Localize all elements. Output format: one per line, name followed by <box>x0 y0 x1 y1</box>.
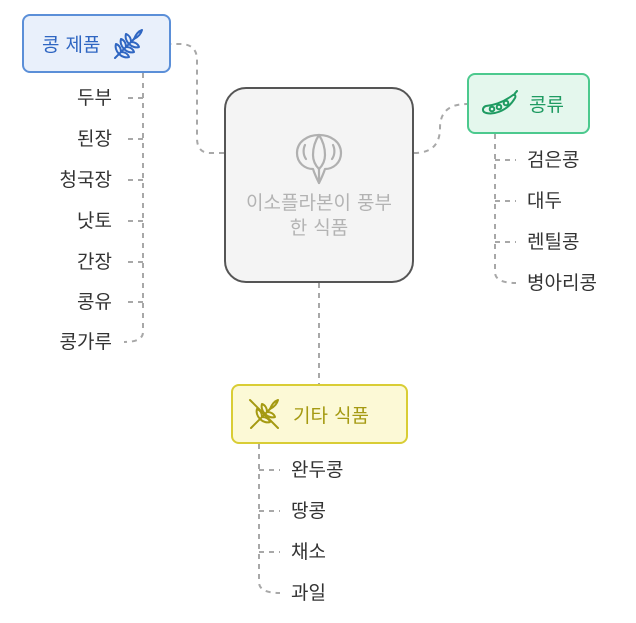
spine-legumes <box>494 134 517 284</box>
list-item: 간장 <box>77 251 112 273</box>
list-item: 검은콩 <box>527 149 580 171</box>
list-item: 과일 <box>291 582 326 604</box>
wheat-icon <box>114 28 144 59</box>
pea-pod-icon <box>481 89 518 114</box>
connector-center-soy <box>171 43 224 154</box>
legumes-node[interactable]: 콩류 <box>467 73 590 134</box>
list-item: 청국장 <box>59 169 112 191</box>
connector-center-legumes <box>413 103 468 154</box>
ticks-legumes <box>495 159 516 243</box>
spine-other <box>258 444 281 594</box>
soy-products-node[interactable]: 콩 제품 <box>22 14 171 73</box>
soy-products-label: 콩 제품 <box>42 34 101 56</box>
other-foods-node[interactable]: 기타 식품 <box>231 384 408 444</box>
list-item: 콩유 <box>77 291 112 313</box>
ticks-other <box>259 469 280 553</box>
list-item: 렌틸콩 <box>527 231 580 253</box>
list-item: 병아리콩 <box>527 272 597 294</box>
wheat-off-icon <box>249 399 279 429</box>
list-item: 채소 <box>291 541 326 563</box>
list-item: 완두콩 <box>291 459 344 481</box>
list-item: 된장 <box>77 128 112 150</box>
other-foods-label: 기타 식품 <box>293 404 369 427</box>
list-item: 두부 <box>77 87 112 109</box>
list-item: 땅콩 <box>291 500 326 522</box>
list-item: 대두 <box>527 190 562 212</box>
ticks-soy <box>123 97 143 303</box>
list-item: 낫토 <box>77 210 112 232</box>
center-title: 이소플라본이 풍부한 식품 <box>246 192 392 239</box>
soybean-icon <box>295 133 343 185</box>
center-node: 이소플라본이 풍부한 식품 <box>224 87 414 283</box>
list-item: 콩가루 <box>59 331 112 353</box>
legumes-label: 콩류 <box>529 94 564 116</box>
